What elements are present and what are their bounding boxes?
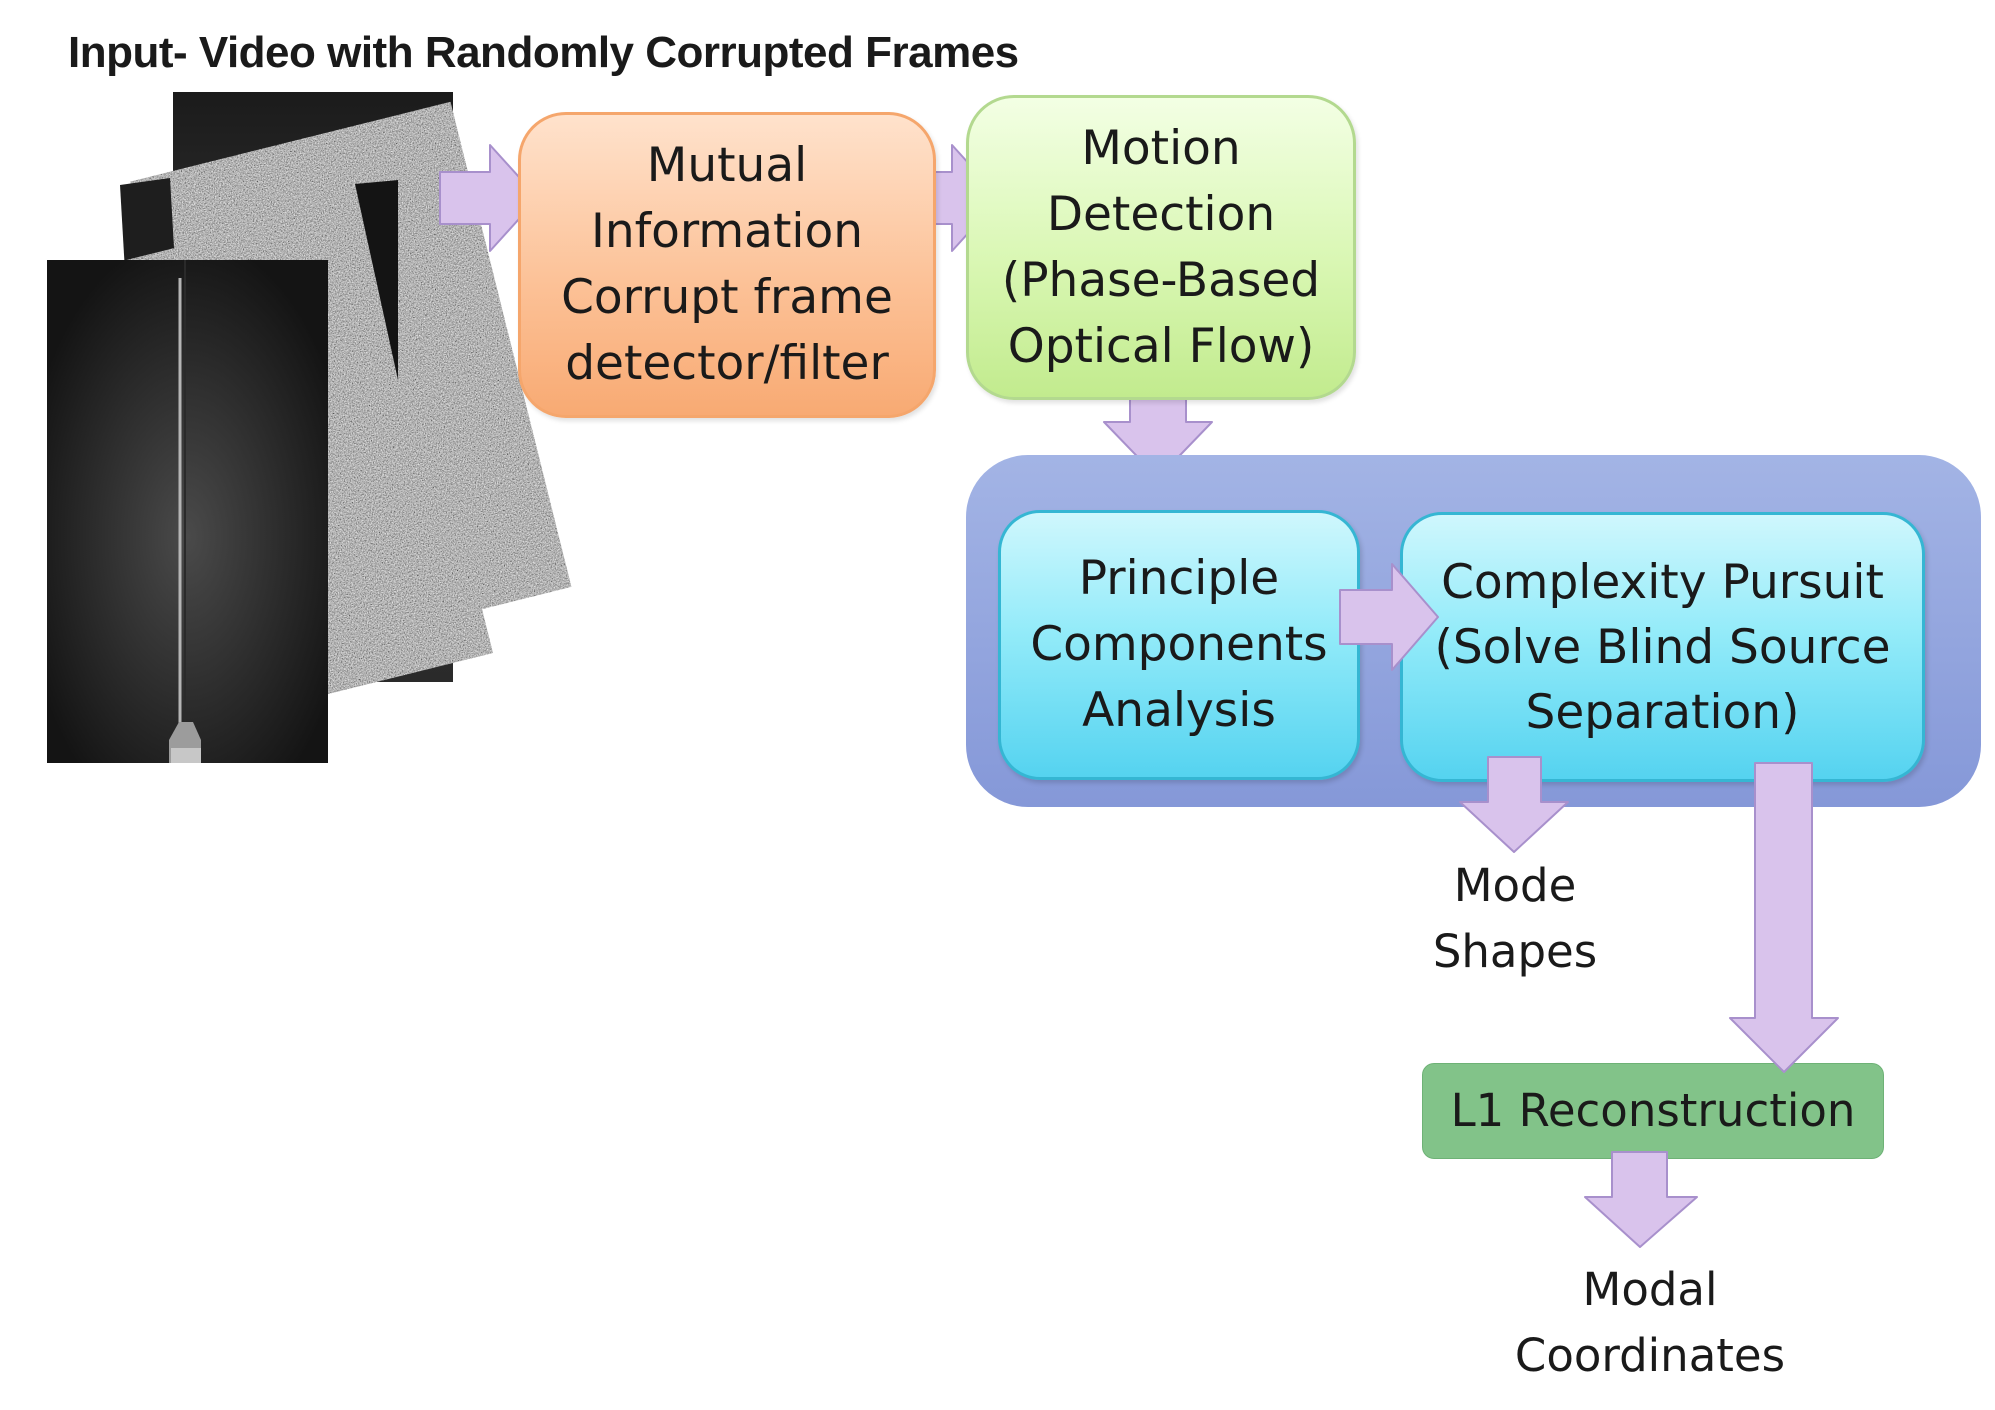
mode-shapes-output: Mode Shapes <box>1390 853 1640 985</box>
pca-line-2: Components <box>1030 617 1328 672</box>
complexity-pursuit-label: Complexity Pursuit (Solve Blind Source S… <box>1434 550 1890 745</box>
pca-label: Principle Components Analysis <box>1030 546 1327 744</box>
motion-detection-label: Motion Detection (Phase-Based Optical Fl… <box>1002 116 1320 380</box>
l1-reconstruction-label: L1 Reconstruction <box>1450 1084 1856 1137</box>
complexity-pursuit-box: Complexity Pursuit (Solve Blind Source S… <box>1400 512 1925 782</box>
pca-line-3: Analysis <box>1082 683 1276 738</box>
motion-detection-line-3: (Phase-Based <box>1001 252 1321 308</box>
input-video-frames <box>47 92 572 763</box>
motion-detection-box: Motion Detection (Phase-Based Optical Fl… <box>966 95 1356 400</box>
complexity-pursuit-line-1: Complexity Pursuit <box>1441 554 1884 610</box>
complexity-pursuit-line-2: (Solve Blind Source <box>1434 619 1891 675</box>
pca-line-1: Principle <box>1078 551 1280 606</box>
motion-detection-line-4: Optical Flow) <box>1007 318 1315 374</box>
mutual-information-line-3: Corrupt frame <box>561 270 893 325</box>
l1-reconstruction-box: L1 Reconstruction <box>1422 1063 1884 1159</box>
motion-detection-line-1: Motion <box>1081 120 1241 176</box>
mutual-information-label: Mutual Information Corrupt frame detecto… <box>561 133 893 397</box>
arrow-input-to-mutual <box>439 144 539 252</box>
mode-shapes-line-1: Mode <box>1453 859 1577 912</box>
video-frame-dark-wedge <box>355 180 398 380</box>
modal-coordinates-line-2: Coordinates <box>1514 1329 1786 1382</box>
mutual-information-line-1: Mutual <box>646 138 808 193</box>
mode-shapes-line-2: Shapes <box>1432 925 1598 978</box>
modal-coordinates-line-1: Modal <box>1582 1263 1718 1316</box>
pca-box: Principle Components Analysis <box>998 510 1360 780</box>
modal-coordinates-output: Modal Coordinates <box>1475 1257 1825 1389</box>
diagram-title: Input- Video with Randomly Corrupted Fra… <box>68 28 1019 77</box>
mutual-information-line-4: detector/filter <box>565 336 889 391</box>
complexity-pursuit-line-3: Separation) <box>1525 684 1800 740</box>
mutual-information-box: Mutual Information Corrupt frame detecto… <box>518 112 936 418</box>
mutual-information-line-2: Information <box>590 204 864 259</box>
video-frame-front-beam <box>47 260 328 763</box>
motion-detection-line-2: Detection <box>1046 186 1276 242</box>
